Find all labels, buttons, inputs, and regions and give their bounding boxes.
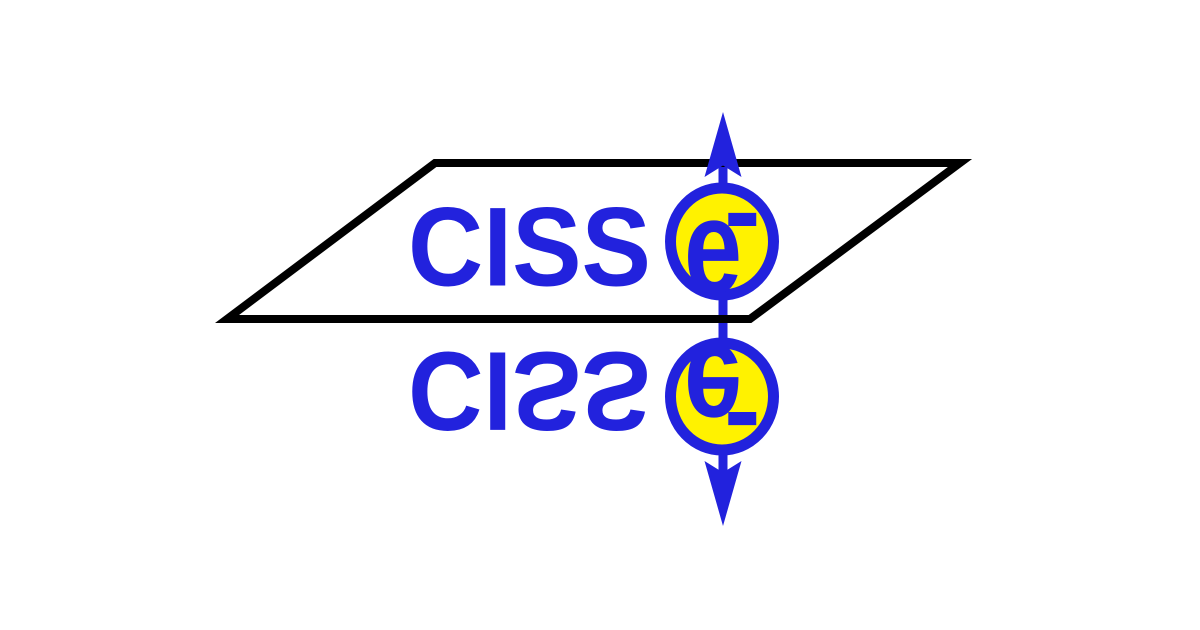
spin-up-arrow-icon — [704, 112, 742, 177]
electron-symbol-reflection: e — [684, 316, 742, 467]
electron-symbol: e — [684, 171, 742, 322]
wordmark: CISS — [408, 185, 651, 310]
molecular-plane-parallelogram — [215, 159, 973, 323]
wordmark-reflection: CISS — [408, 329, 651, 454]
spin-down-arrow-icon — [704, 461, 742, 526]
logo-upper-group: e - CISS — [408, 112, 779, 322]
electron-circle — [665, 182, 779, 301]
electron-charge-sign: - — [724, 149, 761, 272]
electron-charge-sign-reflection: - — [724, 366, 761, 489]
electron-circle-reflection — [665, 337, 779, 456]
logo-reflection-group: e - CISS — [408, 316, 779, 526]
